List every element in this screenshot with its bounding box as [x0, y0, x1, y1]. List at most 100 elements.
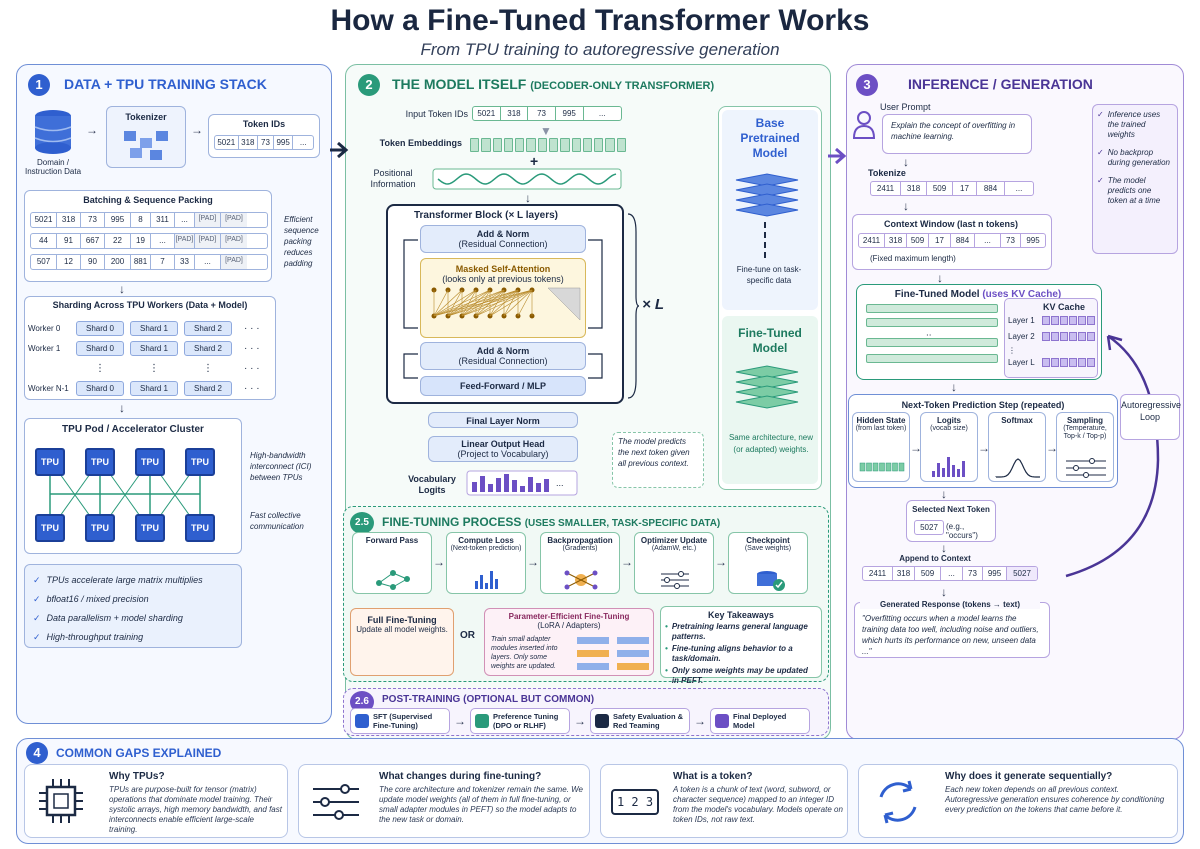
layer-brace [627, 213, 640, 399]
ffn-label: Feed-Forward / MLP [459, 381, 546, 391]
bullet-dot: • [665, 644, 668, 653]
kv-cache-row [1042, 332, 1095, 341]
token-cell: 91 [57, 234, 81, 248]
kv-layer-label: Layer 1 [1008, 316, 1035, 325]
token-cell: 8 [131, 213, 151, 227]
shard-cell: Shard 0 [76, 340, 124, 356]
token-cell: 995 [983, 567, 1007, 580]
post-step-label: Preference Tuning (DPO or RLHF) [493, 712, 559, 730]
nts-steps: Hidden State(from last token)→Logits(voc… [852, 412, 1114, 484]
embedding-cell [571, 138, 581, 152]
kv-cell [1051, 358, 1059, 367]
section-25-title: FINE-TUNING PROCESS (USES SMALLER, TASK-… [382, 515, 720, 529]
ft-step-sub: (AdamW, etc.) [651, 545, 697, 552]
check-icon: ✓ [1097, 110, 1104, 119]
post-step-icon [715, 714, 729, 728]
token-cell: 90 [81, 255, 105, 269]
nts-step-title: Logits [937, 416, 961, 425]
section-2-title: THE MODEL ITSELF (DECODER-ONLY TRANSFORM… [392, 76, 714, 92]
svg-text:...: ... [556, 478, 564, 488]
shard-cell: Shard 1 [130, 380, 178, 396]
ft-step-icon [564, 570, 598, 590]
selected-token-box [906, 500, 996, 542]
plus-sign: + [530, 153, 539, 169]
shard-cell: Shard 1 [130, 340, 178, 356]
dots: · · · [244, 362, 260, 374]
embeddings-label: Token Embeddings [379, 138, 462, 148]
ft-step-sub: (Gradients) [562, 545, 598, 552]
kv-cell [1087, 316, 1095, 325]
dots: · · · [244, 322, 260, 334]
base-model-stack-icon [735, 173, 799, 217]
token-cell: 884 [951, 234, 975, 247]
output-head-sub: (Project to Vocabulary) [457, 449, 549, 459]
token-cell: 318 [239, 136, 259, 149]
token-cell: 44 [31, 234, 57, 248]
nts-step-title: Sampling [1066, 416, 1103, 425]
or-label: OR [460, 630, 475, 641]
token-cell: 7 [151, 255, 175, 269]
token-cell: 19 [131, 234, 151, 248]
post-step: Safety Evaluation & Red Teaming [590, 708, 690, 734]
model-layer-bar [866, 354, 998, 363]
inference-note-text: No backprop during generation [1107, 148, 1170, 167]
section-3-title: INFERENCE / GENERATION [908, 76, 1093, 92]
base-model-label: Base Pretrained Model [740, 116, 800, 160]
residual-1-label: (Residual Connection) [458, 239, 548, 249]
token-cell: 995 [556, 107, 584, 120]
token-cell: ... [299, 138, 307, 147]
bullet-item: ✓TPUs accelerate large matrix multiplies [33, 571, 233, 590]
peft-title: Parameter-Efficient Fine-Tuning [508, 612, 630, 621]
nts-step-title: Softmax [1001, 416, 1033, 425]
check-icon: ✓ [33, 575, 41, 585]
prediction-note: The model predicts the next token given … [612, 432, 704, 488]
embedding-cell [594, 138, 604, 152]
worker-label: Worker 0 [28, 323, 61, 333]
check-icon: ✓ [33, 613, 41, 623]
takeaways-box: Key Takeaways •Pretraining learns genera… [660, 606, 822, 685]
finetune-arrow-note: Fine-tune on task-specific data [736, 265, 802, 285]
shard-cell: Shard 0 [76, 380, 124, 396]
gap-card-title: What is a token? [673, 771, 753, 782]
batching-note: Efficient sequence packing reduces paddi… [284, 215, 319, 268]
inference-note: ✓No backprop during generation [1097, 148, 1173, 168]
data-label: Domain / Instruction Data [24, 158, 82, 176]
token-cell: 881 [131, 255, 151, 269]
kv-cache-label: KV Cache [1042, 302, 1086, 312]
shard-cell: Shard 2 [184, 340, 232, 356]
bullet-text: bfloat16 / mixed precision [46, 594, 149, 604]
times-l-label: × L [642, 296, 665, 313]
attention-box: Masked Self-Attention (looks only at pre… [420, 258, 586, 338]
embedding-cell [605, 138, 615, 152]
token-cell: 995 [105, 213, 131, 227]
model-layer-bar [866, 304, 998, 313]
arrow-down-icon: ↓ [525, 191, 531, 205]
dots: · · · [244, 382, 260, 394]
positional-wave-icon [432, 168, 622, 190]
database-icon [34, 110, 72, 154]
arrow-down-icon: ↓ [941, 541, 947, 555]
peft-sub: (LoRA / Adapters) [537, 621, 601, 630]
section-26-number: 2.6 [350, 691, 374, 713]
kv-layer-label: Layer L [1008, 358, 1035, 367]
arrow-down-icon: ↓ [903, 199, 909, 213]
add-norm-2-label: Add & Norm [476, 346, 530, 356]
arrow-down-icon: ↓ [951, 380, 957, 394]
token-cell: 884 [977, 182, 1005, 195]
tpu-chip-icon: TPU [185, 514, 215, 542]
token-cell: 73 [258, 136, 274, 149]
embedding-cell [526, 138, 536, 152]
gap-card-title: Why TPUs? [109, 771, 165, 782]
pod-note-1: High-bandwidth interconnect (ICI) betwee… [250, 451, 312, 482]
post-step-icon [595, 714, 609, 728]
takeaway-item: •Pretraining learns general language pat… [665, 622, 817, 642]
token-cell: ... [151, 234, 175, 248]
section-25-title-text: FINE-TUNING PROCESS [382, 515, 522, 529]
check-icon: ✓ [33, 632, 41, 642]
kv-cell [1051, 332, 1059, 341]
gap-card-text: The core architecture and tokenizer rema… [379, 785, 583, 824]
user-prompt-label: User Prompt [880, 102, 931, 112]
